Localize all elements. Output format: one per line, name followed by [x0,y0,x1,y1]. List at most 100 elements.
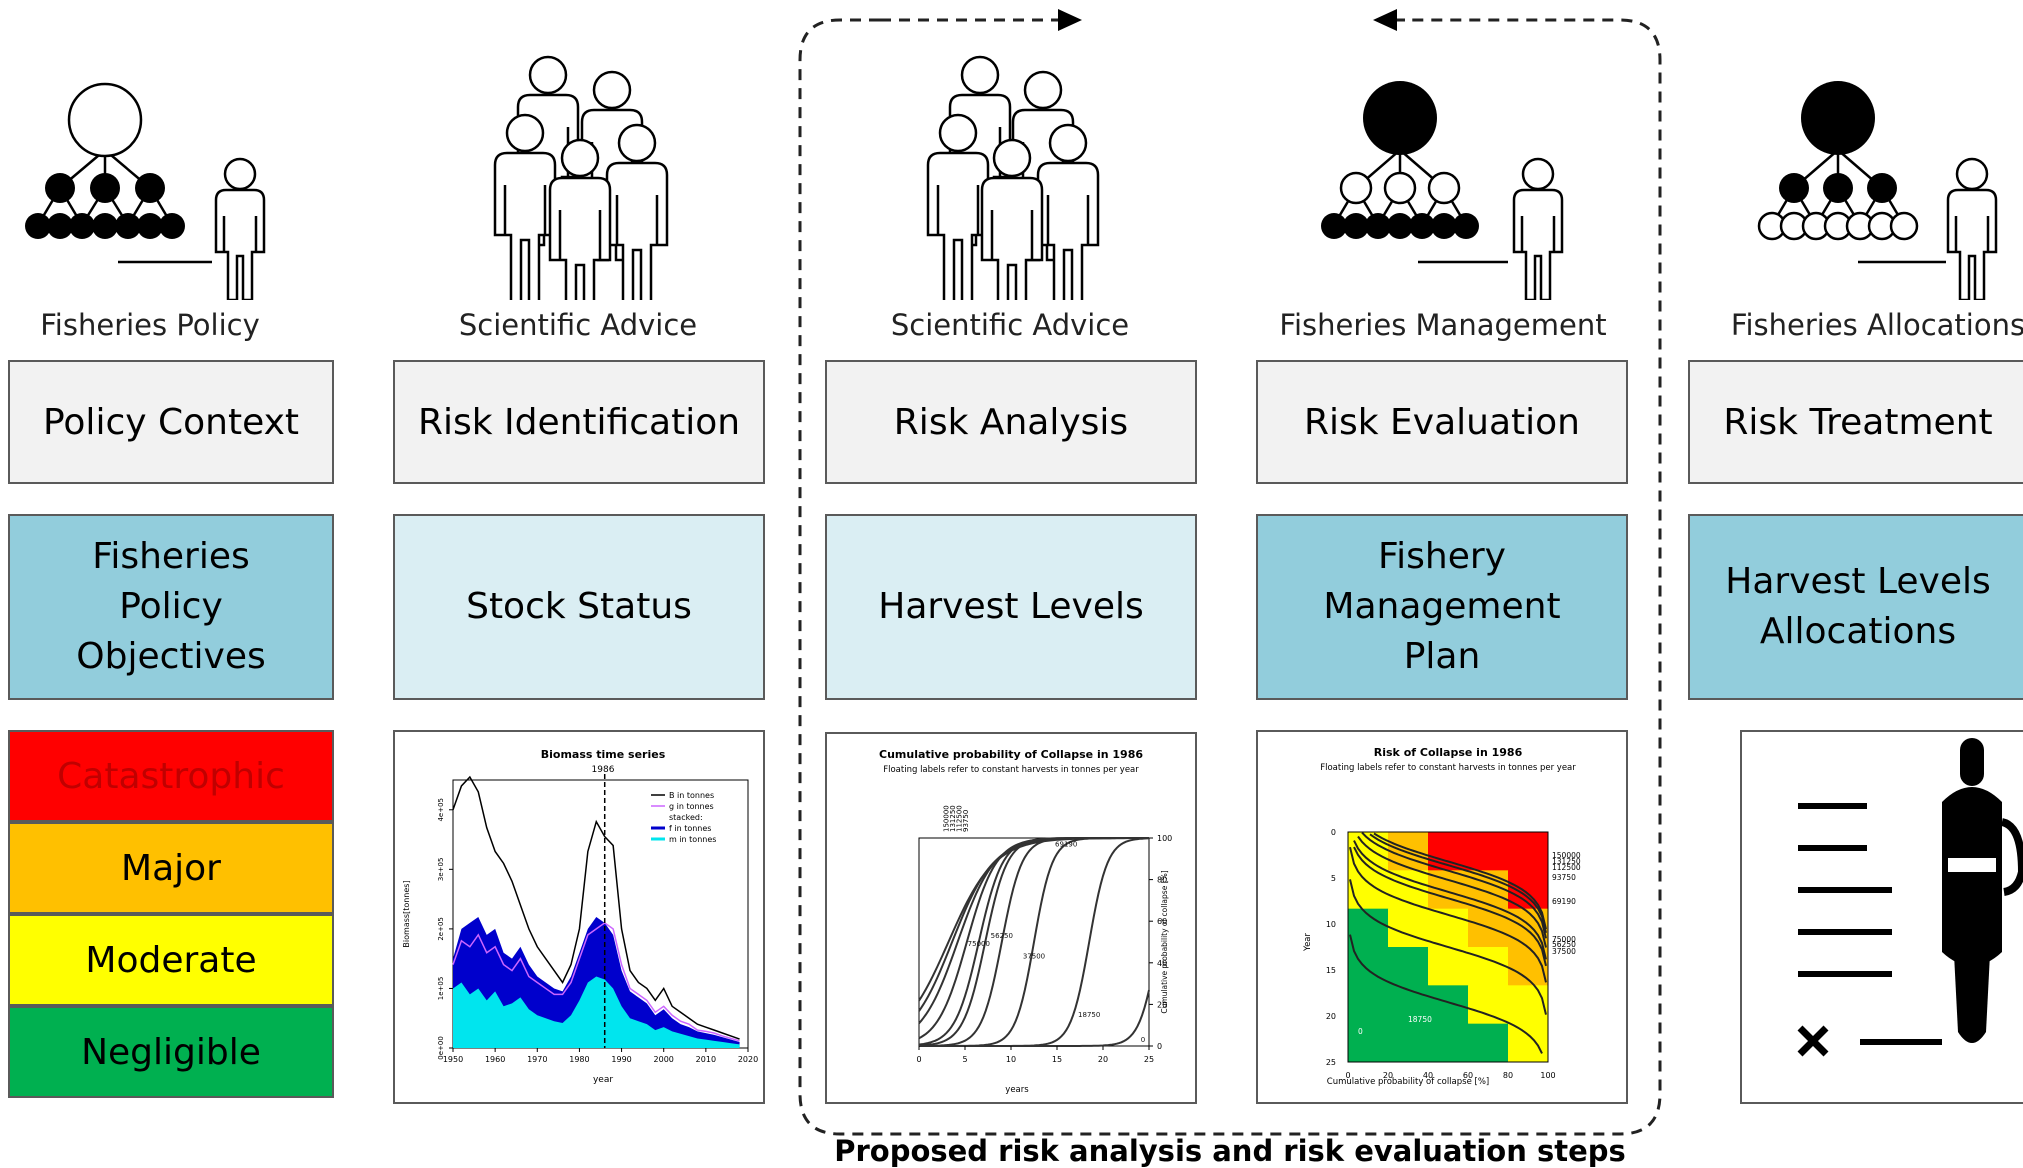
cumprob-ytick-label: 100 [1157,834,1172,843]
risk-ytick-label: 0 [1331,828,1336,837]
actor-label-science-1: Scientific Advice [458,308,698,342]
biomass-xtick-label: 1950 [443,1055,463,1064]
signed-document-icon [1797,738,2023,1057]
risk-curve [1349,846,1547,983]
risk-right-label: 150000 [1552,851,1581,860]
risk-chart: Risk of Collapse in 1986 Floating labels… [1303,746,1581,1087]
step-risk-evaluation: Risk Evaluation [1256,360,1628,484]
loop-arrow-left-icon [1373,9,1397,31]
scientists-group-icon [926,55,1100,300]
risk-cell-catastrophic [1508,832,1549,871]
risk-cell-moderate [1428,947,1469,986]
step-policy-context: Policy Context [8,360,334,484]
cumprob-title: Cumulative probability of Collapse in 19… [879,748,1143,761]
biomass-ytick-label: 0e+00 [437,1036,445,1060]
cumprob-xtick-label: 0 [916,1055,921,1064]
hierarchy-white-top-icon [25,82,266,300]
risk-cell-negligible [1388,947,1429,986]
risk-curve [1349,879,1547,1015]
actor-label-science-2: Scientific Advice [890,308,1130,342]
risk-frame [1347,831,1549,1063]
risk-curve [1357,835,1547,948]
risk-right-label: 131250 [1552,857,1581,866]
output-fishery-management-plan: Fishery Management Plan [1256,514,1628,700]
cumprob-curve-label: 18750 [1078,1011,1100,1019]
biomass-legend: B in tonnes g in tonnes stacked: f in to… [651,791,716,844]
step-risk-analysis: Risk Analysis [825,360,1197,484]
consequence-moderate: Moderate [8,914,334,1006]
step-risk-treatment: Risk Treatment [1688,360,2023,484]
risk-right-label: 69190 [1552,897,1576,906]
risk-curve [1353,846,1547,967]
cumprob-ylabel: Cumulative probability of collapse [%] [1160,870,1169,1013]
output-harvest-levels: Harvest Levels [825,514,1197,700]
risk-cell-moderate [1348,870,1389,910]
biomass-ytick-label: 4e+05 [437,798,445,822]
cumprob-xtick-label: 5 [962,1055,967,1064]
cumprob-chart: Cumulative probability of Collapse in 19… [879,748,1172,1095]
risk-curve [1369,833,1547,934]
cumprob-ytick-label: 60 [1157,917,1167,926]
cumprob-xtick-label: 25 [1144,1055,1154,1064]
consequence-catastrophic: Catastrophic [8,730,334,822]
cumprob-xtick-label: 15 [1052,1055,1062,1064]
risk-ytick-label: 25 [1326,1058,1336,1067]
allocation-document-panel [1740,730,2023,1104]
cumprob-curve-label: 56250 [991,932,1013,940]
loop-caption: Proposed risk analysis and risk evaluati… [834,1134,1626,1168]
biomass-series-g-line [452,922,740,1042]
risk-right-label: 93750 [1552,873,1576,882]
cross-mark-icon [1797,1025,1829,1057]
cumprob-top-label: 131250 [949,805,957,832]
risk-cell-moderate [1508,985,1549,1025]
cumprob-curve-label: 37500 [1023,953,1045,961]
risk-cell-negligible [1468,1023,1509,1063]
cumprob-chart-panel: Cumulative probability of Collapse in 19… [825,732,1197,1104]
biomass-xtick-label: 1980 [569,1055,589,1064]
risk-curve [1361,831,1547,939]
risk-subtitle: Floating labels refer to constant harves… [1320,763,1576,773]
cumprob-ytick-label: 20 [1157,1000,1167,1009]
risk-right-label: 75000 [1552,935,1576,944]
cumprob-series-150000 [918,837,1149,1002]
cumprob-series-37500 [919,837,1149,1047]
risk-xtick-label: 0 [1345,1071,1350,1080]
consequence-major: Major [8,822,334,914]
risk-xtick-label: 60 [1463,1071,1473,1080]
cumprob-top-label: 93750 [962,810,970,832]
risk-ytick-label: 20 [1326,1012,1336,1021]
hierarchy-black-top-icon [1321,81,1564,300]
biomass-xtick-label: 2010 [696,1055,716,1064]
fountain-pen-icon [1942,738,2023,1043]
cumprob-curve-label: 69190 [1055,840,1077,848]
cumprob-ytick-label: 0 [1157,1042,1162,1051]
biomass-ytick-label: 1e+05 [437,977,445,1001]
biomass-legend-g: g in tonnes [669,802,714,811]
risk-cell-negligible [1428,1023,1469,1063]
risk-cell-moderate [1508,1023,1549,1063]
cumprob-series-0 [919,989,1150,1047]
biomass-legend-m: m in tonnes [669,835,716,844]
cumprob-top-label: 150000 [942,805,950,832]
biomass-xlabel: year [593,1075,613,1085]
risk-cell-negligible [1388,1023,1429,1063]
risk-inner-label: 18750 [1408,1015,1432,1024]
loop-arrow-right-icon [1058,9,1082,31]
risk-ylabel: Year [1303,932,1313,952]
actor-label-policy: Fisheries Policy [40,308,260,342]
risk-curve [1353,840,1547,960]
biomass-ylabel: Biomass[tonnes] [402,880,411,947]
actor-label-management: Fisheries Management [1279,308,1607,342]
output-policy-objectives: Fisheries Policy Objectives [8,514,334,700]
risk-xtick-label: 40 [1423,1071,1433,1080]
scientists-group-icon [493,55,669,300]
risk-cell-negligible [1348,985,1389,1025]
biomass-legend-f: f in tonnes [669,824,711,833]
risk-xtick-label: 80 [1503,1071,1513,1080]
biomass-ytick-label: 2e+05 [437,917,445,941]
risk-inner-label: 0 [1358,1027,1363,1036]
